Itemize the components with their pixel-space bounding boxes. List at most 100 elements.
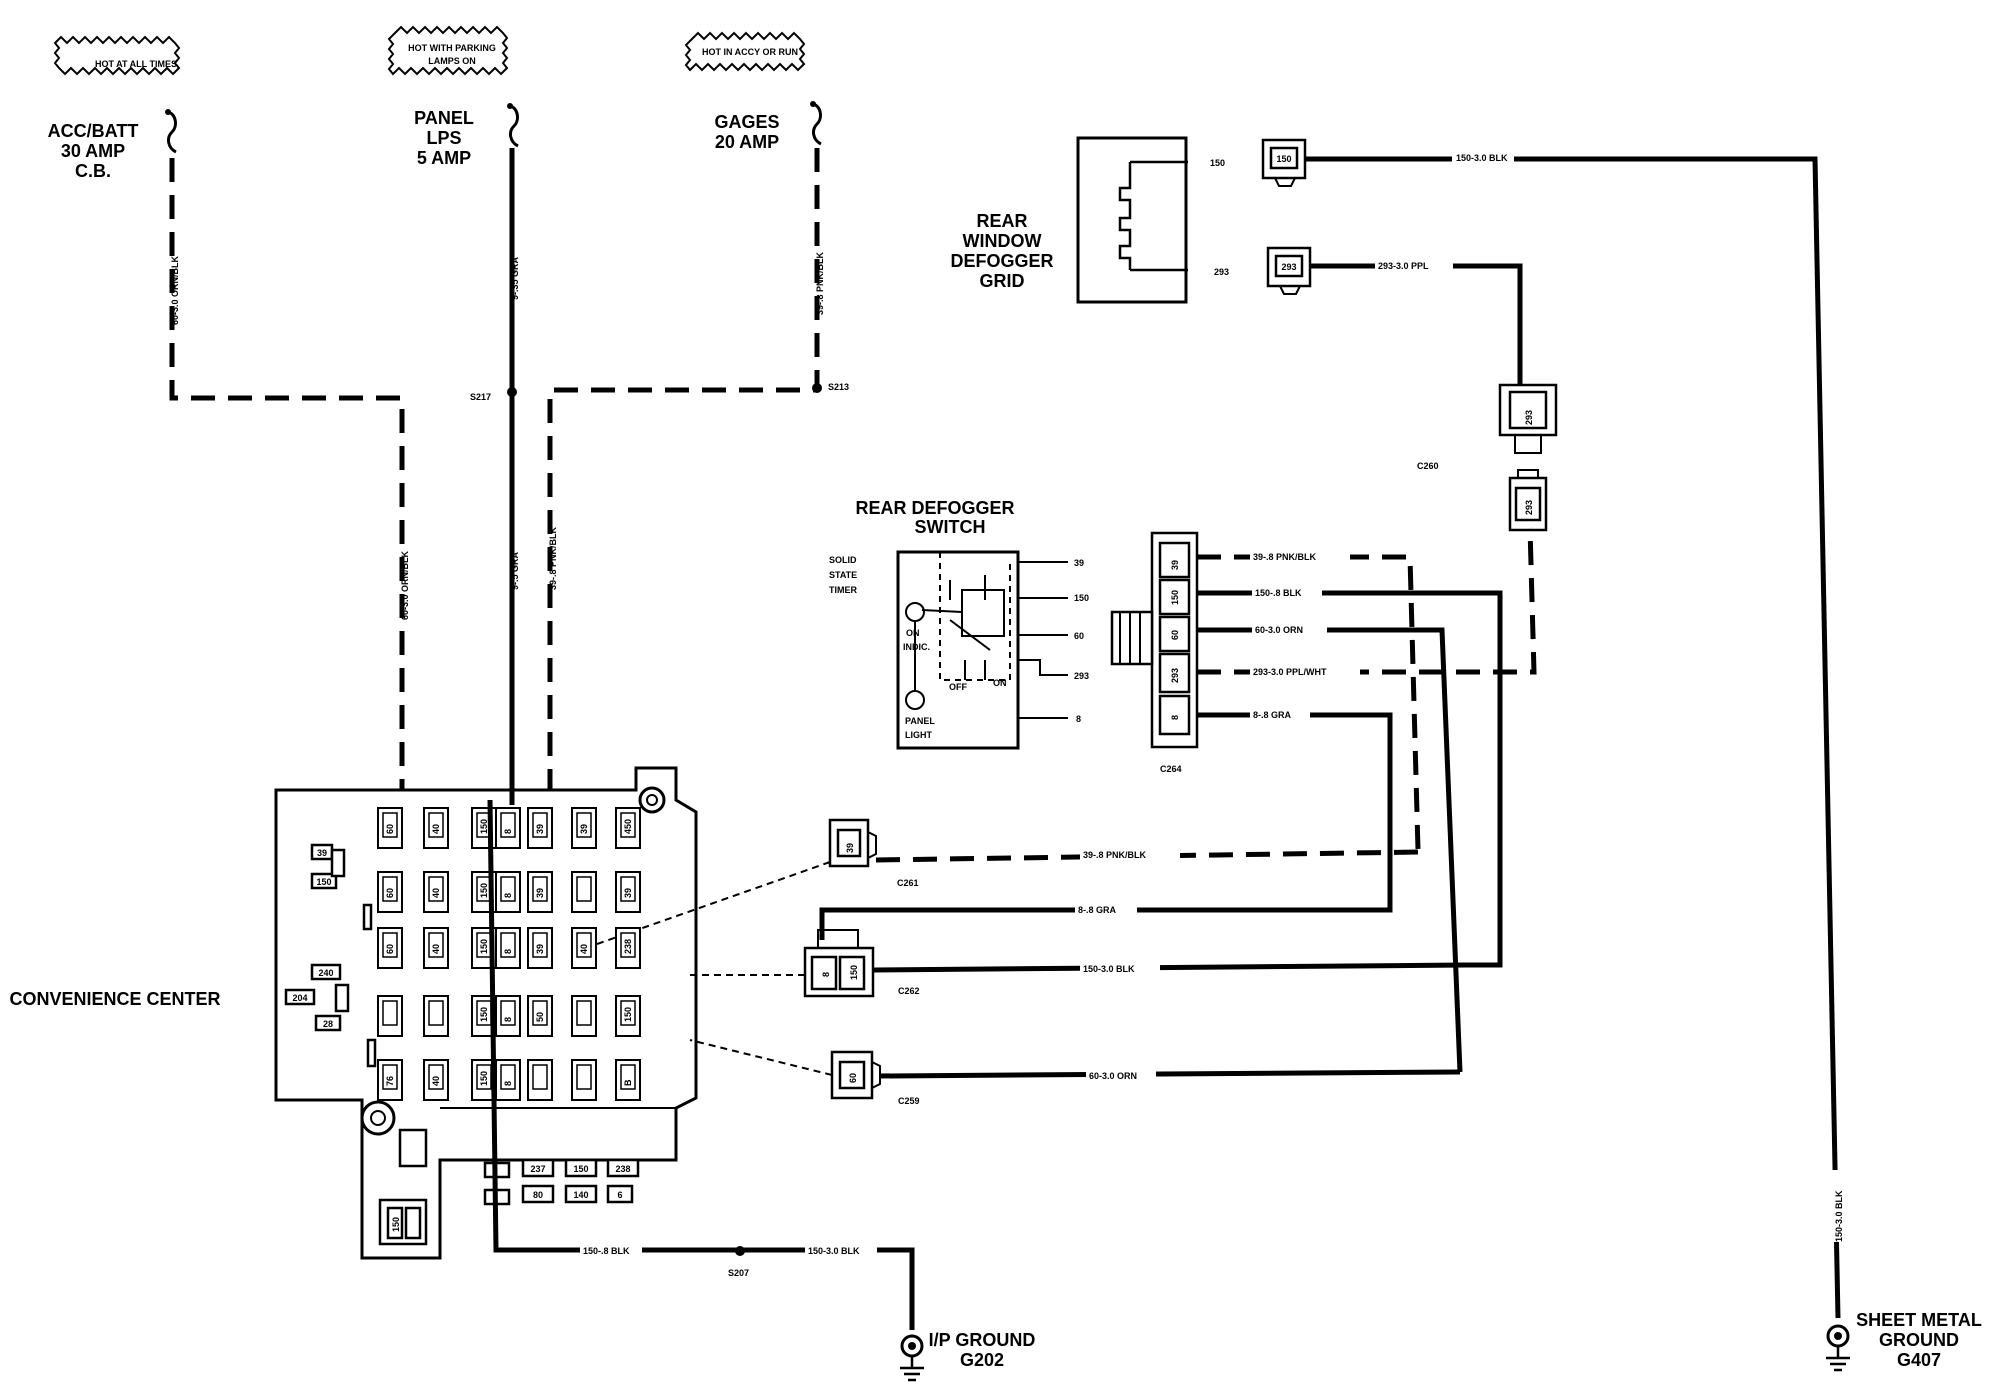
fuse-symbol-icon <box>812 102 822 146</box>
cc-cavity-label: 39 <box>623 888 633 898</box>
grid-label-line1: REAR <box>976 211 1027 231</box>
switch-on-label: ON <box>993 678 1007 688</box>
wire-label-top: 9-.35 GRA <box>510 256 520 300</box>
splice-s213: S213 <box>812 382 849 393</box>
fuse-label-line2: 30 AMP <box>61 141 125 161</box>
cc-fuse-cavity <box>423 995 449 1037</box>
fuse-label-line2: 20 AMP <box>715 132 779 152</box>
wire-label: 150-.8 BLK <box>583 1246 630 1256</box>
wire-label: 39-.8 PNK/BLK <box>1083 850 1147 860</box>
cc-fuse-cavity: 50 <box>527 995 553 1037</box>
cc-cavity-label: 150 <box>623 1007 633 1022</box>
fuse-gages: GAGES 20 AMP <box>714 101 822 152</box>
wire-293-ppl: 293-3.0 PPL <box>1310 258 1523 390</box>
cc-fuse-cavity: 238 <box>615 927 641 969</box>
connector-label: C259 <box>898 1096 920 1106</box>
cc-cavity-label: 40 <box>579 944 589 954</box>
cc-cavity-label: 150 <box>479 883 489 898</box>
cc-fuse-cavity: 40 <box>423 927 449 969</box>
fuse-symbol-icon <box>509 104 519 148</box>
wire-8-gra-c264: 8-.8 GRA <box>819 707 1393 940</box>
cc-fuse-cavity: 450 <box>615 807 641 849</box>
cc-cavity-label: 150 <box>479 939 489 954</box>
connector-pin-label: 8 <box>1170 715 1180 720</box>
cc-cavity-label: 238 <box>623 939 633 954</box>
panel-light-label-line1: PANEL <box>905 716 935 726</box>
switch-pin-label: 150 <box>1074 593 1089 603</box>
connector-c262: 8 150 150-3.0 BLK 8-.8 GRA C262 <box>803 902 1466 998</box>
cc-fuse-cavity: B <box>615 1059 641 1101</box>
cc-fuse-cavity: 60 <box>377 871 403 913</box>
leader-line <box>689 1039 833 1076</box>
wire-label-mid: 60-3.0 ORN/BLK <box>400 550 410 620</box>
wire-label-mid: 39-.8 PNK/BLK <box>548 526 558 590</box>
cc-fuse-cavity: 60 <box>377 927 403 969</box>
connector-pin-label: 60 <box>1170 630 1180 640</box>
wire-label: 60-3.0 ORN <box>1255 625 1303 635</box>
wire-60-orn-c264: 60-3.0 ORN <box>1197 622 1463 1073</box>
wire-label: 150-3.0 BLK <box>1456 153 1508 163</box>
fuse-terminal-icon <box>507 103 513 109</box>
cc-cavity-label: 60 <box>385 888 395 898</box>
wire-150-blk-g407: 150-3.0 BLK 150-3.0 BLK 150-3.0 BLK <box>1305 150 1844 1319</box>
cc-cavity-label: 39 <box>535 944 545 954</box>
wire-9-gra: 9-.35 GRA 9-.5 GRA <box>509 148 520 805</box>
note-text-line1: HOT WITH PARKING <box>408 43 496 53</box>
wire-label-vertical: 150-3.0 BLK <box>1834 1190 1844 1242</box>
connector-label: C264 <box>1160 764 1182 774</box>
grid-pin-label: 150 <box>1210 158 1225 168</box>
grid-connector-293: 293 <box>1266 246 1312 295</box>
cc-fuse-cavity: 40 <box>571 927 597 969</box>
cc-cavity-label: 8 <box>503 1081 513 1086</box>
switch-label-line2: SWITCH <box>915 517 986 537</box>
connector-c264: 39 150 60 293 8 C264 <box>1110 531 1199 774</box>
cc-fuse-cavity: 60 <box>377 807 403 849</box>
cc-cavity-label: 40 <box>431 1076 441 1086</box>
fuse-panel-lps: PANEL LPS 5 AMP <box>414 103 519 168</box>
timer-label-line1: SOLID <box>829 555 857 565</box>
cc-cavity-label: 39 <box>579 824 589 834</box>
cc-cell-label: 6 <box>617 1190 622 1200</box>
wire-150-blk-s207: 150-.8 BLK 150-3.0 BLK S207 <box>487 799 915 1330</box>
connector-label: C260 <box>1417 461 1439 471</box>
note-hot-with-parking-lamps: HOT WITH PARKING LAMPS ON <box>387 25 509 76</box>
cc-fuse-cavity: 8 <box>495 807 521 849</box>
cc-fuse-cavity: 39 <box>571 807 597 849</box>
cc-fuse-cavity <box>571 871 597 913</box>
cc-cell-label: 238 <box>615 1164 630 1174</box>
cc-fuse-cavity: 40 <box>423 1059 449 1101</box>
wire-label: 293-3.0 PPL/WHT <box>1253 667 1327 677</box>
note-text-line2: LAMPS ON <box>428 56 476 66</box>
on-indicator-label-line2: INDIC. <box>903 642 930 652</box>
fuse-acc-batt: ACC/BATT 30 AMP C.B. <box>48 109 177 181</box>
fuse-label-line3: 5 AMP <box>417 148 471 168</box>
cc-cavity-label: 450 <box>623 819 633 834</box>
switch-label-line1: REAR DEFOGGER <box>855 498 1014 518</box>
connector-pin-label: 150 <box>1276 154 1291 164</box>
ground-label-line3: G407 <box>1897 1350 1941 1370</box>
ground-label-line2: GROUND <box>1879 1330 1959 1350</box>
splice-label: S217 <box>470 392 491 402</box>
cc-cavity-label: 40 <box>431 888 441 898</box>
rear-window-defogger-grid: 150 293 REAR WINDOW DEFOGGER GRID <box>950 136 1229 304</box>
connector-label: C262 <box>898 986 920 996</box>
wire-label-top: 60-3.0 ORN/BLK <box>170 255 180 325</box>
switch-off-label: OFF <box>949 682 967 692</box>
cc-cavity-label: 8 <box>503 1017 513 1022</box>
wire-label: 8-.8 GRA <box>1253 710 1292 720</box>
splice-dot-icon <box>812 383 822 393</box>
wire-150-blk-c264: 150-.8 BLK <box>1197 585 1503 968</box>
cc-cell-label: 237 <box>530 1164 545 1174</box>
cc-fuse-cavity: 39 <box>527 927 553 969</box>
cc-cavity-label: 8 <box>503 829 513 834</box>
cc-cavity-label: 76 <box>385 1076 395 1086</box>
wire-label: 150-.8 BLK <box>1255 588 1302 598</box>
cc-cell-label: 39 <box>317 848 327 858</box>
ground-label-line1: SHEET METAL <box>1856 1310 1982 1330</box>
grid-label-line2: WINDOW <box>963 231 1042 251</box>
wire-label-mid: 9-.5 GRA <box>510 551 520 590</box>
wire-label: 8-.8 GRA <box>1078 905 1117 915</box>
cc-cavity-label: 40 <box>431 824 441 834</box>
